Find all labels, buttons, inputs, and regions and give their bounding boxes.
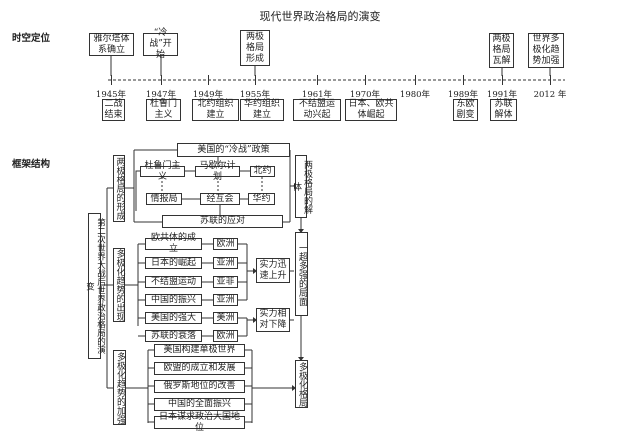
timeline-event-above: 两极格局形成 — [240, 30, 270, 66]
year-label: 1970年 — [349, 90, 381, 100]
emerging-region: 欧洲 — [213, 330, 238, 342]
emerging-factor: 美国的强大 — [145, 312, 202, 324]
strengthening-item: 日本谋求政治大国地位 — [154, 412, 245, 433]
emerging-region: 欧洲 — [213, 238, 238, 250]
timeline-event-above: 雅尔塔体系确立 — [89, 33, 134, 56]
timeline-event-below: 杜鲁门主义 — [146, 99, 181, 121]
us-measure: 杜鲁门主义 — [140, 161, 185, 182]
emerging-region: 美洲 — [213, 312, 238, 324]
timeline-event-above: 两极格局瓦解 — [489, 33, 514, 68]
year-label: 1991年 — [486, 90, 518, 100]
timeline-event-below: 华约组织建立 — [240, 99, 284, 121]
timeline-event-below: 苏联解体 — [490, 99, 517, 121]
us-policy-box: 美国的“冷战”政策 — [177, 143, 290, 157]
emerging-factor: 日本的崛起 — [145, 257, 202, 269]
emerging-factor: 中国的振兴 — [145, 294, 202, 306]
timeline-event-below: 日本、欧共体崛起 — [345, 99, 397, 121]
year-label: 1949年 — [192, 90, 224, 100]
timeline-event-below: 北约组织建立 — [192, 99, 239, 121]
emerging-result: 一超多强的局面 — [295, 232, 308, 316]
timeline-event-below: 二战结束 — [102, 99, 125, 121]
strengthening-item: 美国构建单极世界 — [154, 344, 245, 357]
year-label: 1980年 — [399, 90, 431, 100]
rise-box: 实力迅速上升 — [256, 258, 290, 283]
timeline-event-below: 不结盟运动兴起 — [293, 99, 341, 121]
strengthening-title: 多极化趋势的加强 — [113, 350, 126, 425]
bipolar-title: 两极格局的形成 — [113, 155, 125, 222]
bipolar-result: 两极格局的解体 — [291, 155, 312, 218]
year-label: 1955年 — [239, 90, 271, 100]
emerging-factor: 欧共体的成立 — [145, 233, 202, 254]
timeline-event-above: “冷战”开始 — [143, 28, 178, 60]
year-label: 2012 年 — [533, 90, 567, 100]
ussr-measure: 情报局 — [146, 193, 182, 205]
strengthening-item: 中国的全面振兴 — [154, 398, 245, 411]
strengthening-item: 欧盟的成立和发展 — [154, 362, 245, 375]
ussr-measure: 华约 — [248, 193, 275, 205]
ussr-response-box: 苏联的应对 — [162, 215, 283, 228]
year-label: 1947年 — [145, 90, 177, 100]
decline-box: 实力相对下降 — [256, 308, 290, 332]
framework-root: 第二次世界大战后世界政治格局的演变 — [85, 213, 106, 359]
us-measure: 马歇尔计划 — [195, 161, 240, 182]
strengthening-item: 俄罗斯地位的改善 — [154, 380, 245, 393]
section-label-framework: 框架结构 — [12, 159, 51, 170]
timeline-event-below: 东欧剧变 — [453, 99, 478, 121]
year-label: 1945年 — [95, 90, 127, 100]
emerging-title: 多极化趋势的出现 — [113, 248, 125, 322]
strengthening-result: 多极化格局 — [295, 360, 308, 408]
ussr-measure: 经互会 — [200, 193, 240, 205]
emerging-factor: 苏联的衰落 — [145, 330, 202, 342]
year-label: 1989年 — [447, 90, 479, 100]
emerging-region: 亚洲 — [213, 294, 238, 306]
year-label: 1961年 — [301, 90, 333, 100]
page-title: 现代世界政治格局的演变 — [259, 10, 381, 23]
timeline-event-above: 世界多极化趋势加强 — [528, 33, 564, 68]
us-measure: 北约 — [250, 166, 275, 177]
section-label-timeline: 时空定位 — [12, 33, 51, 44]
emerging-region: 亚洲 — [213, 257, 238, 269]
emerging-region: 亚非 — [213, 276, 238, 288]
emerging-factor: 不结盟运动 — [145, 276, 202, 288]
